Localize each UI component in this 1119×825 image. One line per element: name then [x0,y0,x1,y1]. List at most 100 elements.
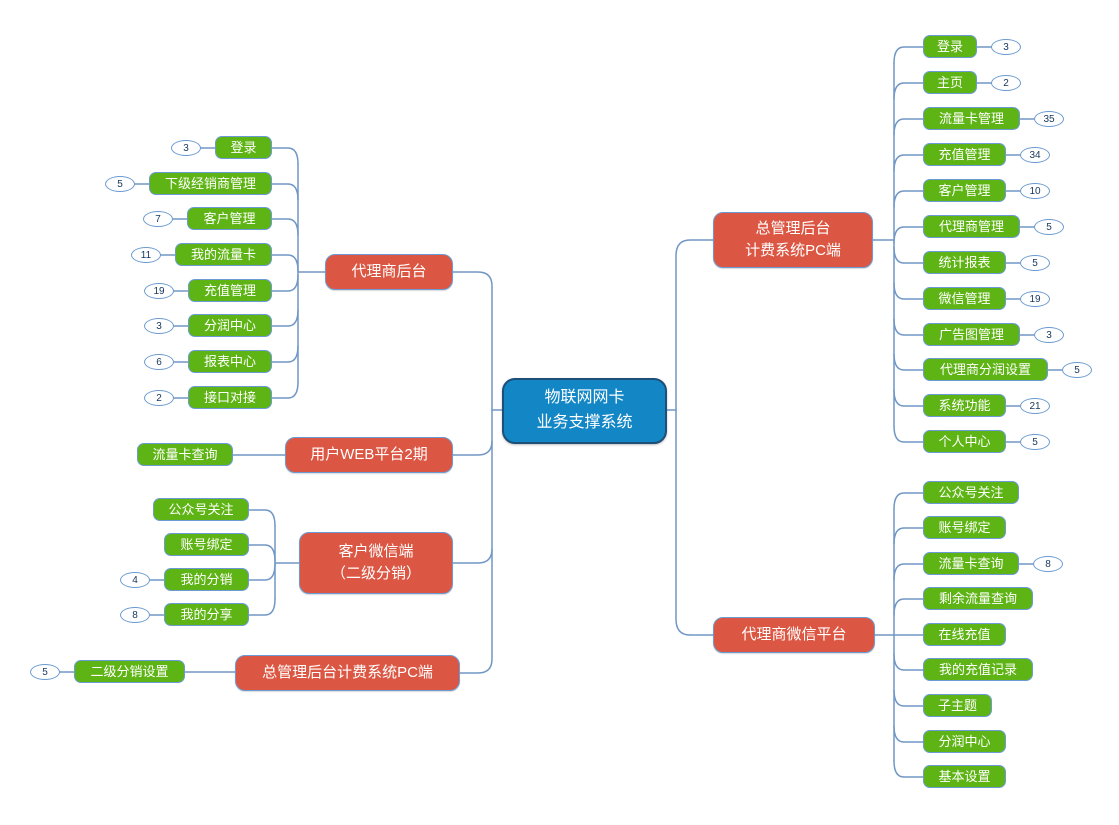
branch-topic-agent-backend[interactable]: 代理商后台 [325,254,453,290]
leaf-topic[interactable]: 充值管理 [188,279,272,302]
count-badge[interactable]: 35 [1034,111,1064,127]
branch-topic-line: 客户微信端 [338,542,414,560]
leaf-topic-label: 登录 [936,38,963,54]
leaf-topic[interactable]: 充值管理 [923,143,1006,166]
leaf-topic[interactable]: 基本设置 [923,765,1006,788]
branch-topic-agent-wechat[interactable]: 代理商微信平台 [713,617,875,653]
leaf-topic-label: 账号绑定 [180,536,233,552]
leaf-topic[interactable]: 代理商管理 [923,215,1020,238]
branch-topic-line: 计费系统PC端 [745,242,841,259]
count-badge[interactable]: 3 [171,140,201,156]
branch-topic-user-web[interactable]: 用户WEB平台2期 [285,437,453,473]
leaf-topic[interactable]: 账号绑定 [923,516,1006,539]
leaf-topic[interactable]: 流量卡查询 [923,552,1019,575]
count-badge[interactable]: 3 [144,318,174,334]
leaf-topic[interactable]: 广告图管理 [923,323,1020,346]
leaf-topic-label: 主页 [936,74,963,90]
leaf-topic[interactable]: 微信管理 [923,287,1006,310]
leaf-topic[interactable]: 公众号关注 [153,498,249,521]
branch-topic-admin-pc2[interactable]: 总管理后台计费系统PC端 [235,655,460,691]
leaf-topic-label: 个人中心 [938,433,991,449]
leaf-topic-label: 流量卡查询 [152,446,218,462]
leaf-topic-label: 充值管理 [938,146,991,162]
leaf-topic-label: 账号绑定 [938,519,991,535]
leaf-topic-label: 子主题 [937,697,977,713]
count-badge[interactable]: 10 [1020,183,1050,199]
leaf-topic[interactable]: 分润中心 [923,730,1006,753]
leaf-topic-label: 在线充值 [938,626,991,642]
leaf-topic[interactable]: 主页 [923,71,977,94]
leaf-topic[interactable]: 流量卡管理 [923,107,1020,130]
leaf-topic[interactable]: 我的流量卡 [175,243,272,266]
branch-topic-line: 总管理后台 [755,219,831,237]
leaf-topic-label: 我的充值记录 [938,661,1017,677]
count-badge[interactable]: 7 [143,211,173,227]
leaf-topic[interactable]: 子主题 [923,694,992,717]
count-badge[interactable]: 8 [120,607,150,623]
count-badge[interactable]: 2 [144,390,174,406]
count-badge[interactable]: 5 [1034,219,1064,235]
leaf-topic-label: 公众号关注 [168,501,234,517]
leaf-topic[interactable]: 我的分享 [164,603,249,626]
leaf-topic-label: 报表中心 [203,353,256,369]
leaf-topic[interactable]: 统计报表 [923,251,1006,274]
leaf-topic[interactable]: 登录 [923,35,977,58]
leaf-topic[interactable]: 客户管理 [187,207,272,230]
leaf-topic-label: 二级分销设置 [90,663,169,679]
count-badge[interactable]: 11 [131,247,161,263]
count-badge[interactable]: 19 [1020,291,1050,307]
leaf-topic-label: 微信管理 [938,290,991,306]
leaf-topic[interactable]: 代理商分润设置 [923,358,1048,381]
leaf-topic-label: 我的流量卡 [190,246,256,262]
leaf-topic-label: 接口对接 [203,389,256,405]
leaf-topic-label: 客户管理 [938,182,991,198]
count-badge[interactable]: 21 [1020,398,1050,414]
leaf-topic[interactable]: 我的充值记录 [923,658,1033,681]
count-badge[interactable]: 6 [144,354,174,370]
branch-topic-line: 总管理后台计费系统PC端 [262,663,433,681]
count-badge[interactable]: 19 [144,283,174,299]
leaf-topic[interactable]: 登录 [215,136,272,159]
leaf-topic[interactable]: 接口对接 [188,386,272,409]
leaf-topic-label: 统计报表 [938,254,991,270]
count-badge[interactable]: 5 [105,176,135,192]
leaf-topic[interactable]: 剩余流量查询 [923,587,1033,610]
branch-topic-admin-pc[interactable]: 总管理后台计费系统PC端 [713,212,873,268]
leaf-topic[interactable]: 二级分销设置 [74,660,185,683]
count-badge[interactable]: 3 [1034,327,1064,343]
leaf-topic-label: 剩余流量查询 [938,590,1017,606]
leaf-topic-label: 代理商管理 [938,218,1004,234]
leaf-topic[interactable]: 报表中心 [188,350,272,373]
leaf-topic[interactable]: 公众号关注 [923,481,1019,504]
count-badge[interactable]: 3 [991,39,1021,55]
leaf-topic-label: 分润中心 [203,317,256,333]
leaf-topic[interactable]: 分润中心 [188,314,272,337]
leaf-topic[interactable]: 流量卡查询 [137,443,233,466]
leaf-topic[interactable]: 账号绑定 [164,533,249,556]
leaf-topic[interactable]: 在线充值 [923,623,1006,646]
branch-topic-line: 代理商微信平台 [741,625,847,643]
leaf-topic-label: 系统功能 [938,397,991,413]
count-badge[interactable]: 5 [1020,434,1050,450]
leaf-topic-label: 流量卡查询 [938,555,1004,571]
leaf-topic[interactable]: 个人中心 [923,430,1006,453]
leaf-topic[interactable]: 下级经销商管理 [149,172,272,195]
leaf-topic-label: 代理商分润设置 [939,361,1031,377]
count-badge[interactable]: 34 [1020,147,1050,163]
count-badge[interactable]: 4 [120,572,150,588]
leaf-topic[interactable]: 我的分销 [164,568,249,591]
count-badge[interactable]: 5 [1020,255,1050,271]
branch-topic-line: 代理商后台 [351,262,427,280]
count-badge[interactable]: 8 [1033,556,1063,572]
leaf-topic-label: 充值管理 [203,282,256,298]
central-topic[interactable]: 物联网网卡 业务支撑系统 [502,378,667,444]
count-badge[interactable]: 5 [30,664,60,680]
branch-topic-customer-wechat[interactable]: 客户微信端（二级分销） [299,532,453,594]
leaf-topic[interactable]: 系统功能 [923,394,1006,417]
leaf-topic-label: 登录 [230,139,257,155]
count-badge[interactable]: 2 [991,75,1021,91]
count-badge[interactable]: 5 [1062,362,1092,378]
central-topic-line: 物联网网卡 [544,389,625,407]
leaf-topic[interactable]: 客户管理 [923,179,1006,202]
